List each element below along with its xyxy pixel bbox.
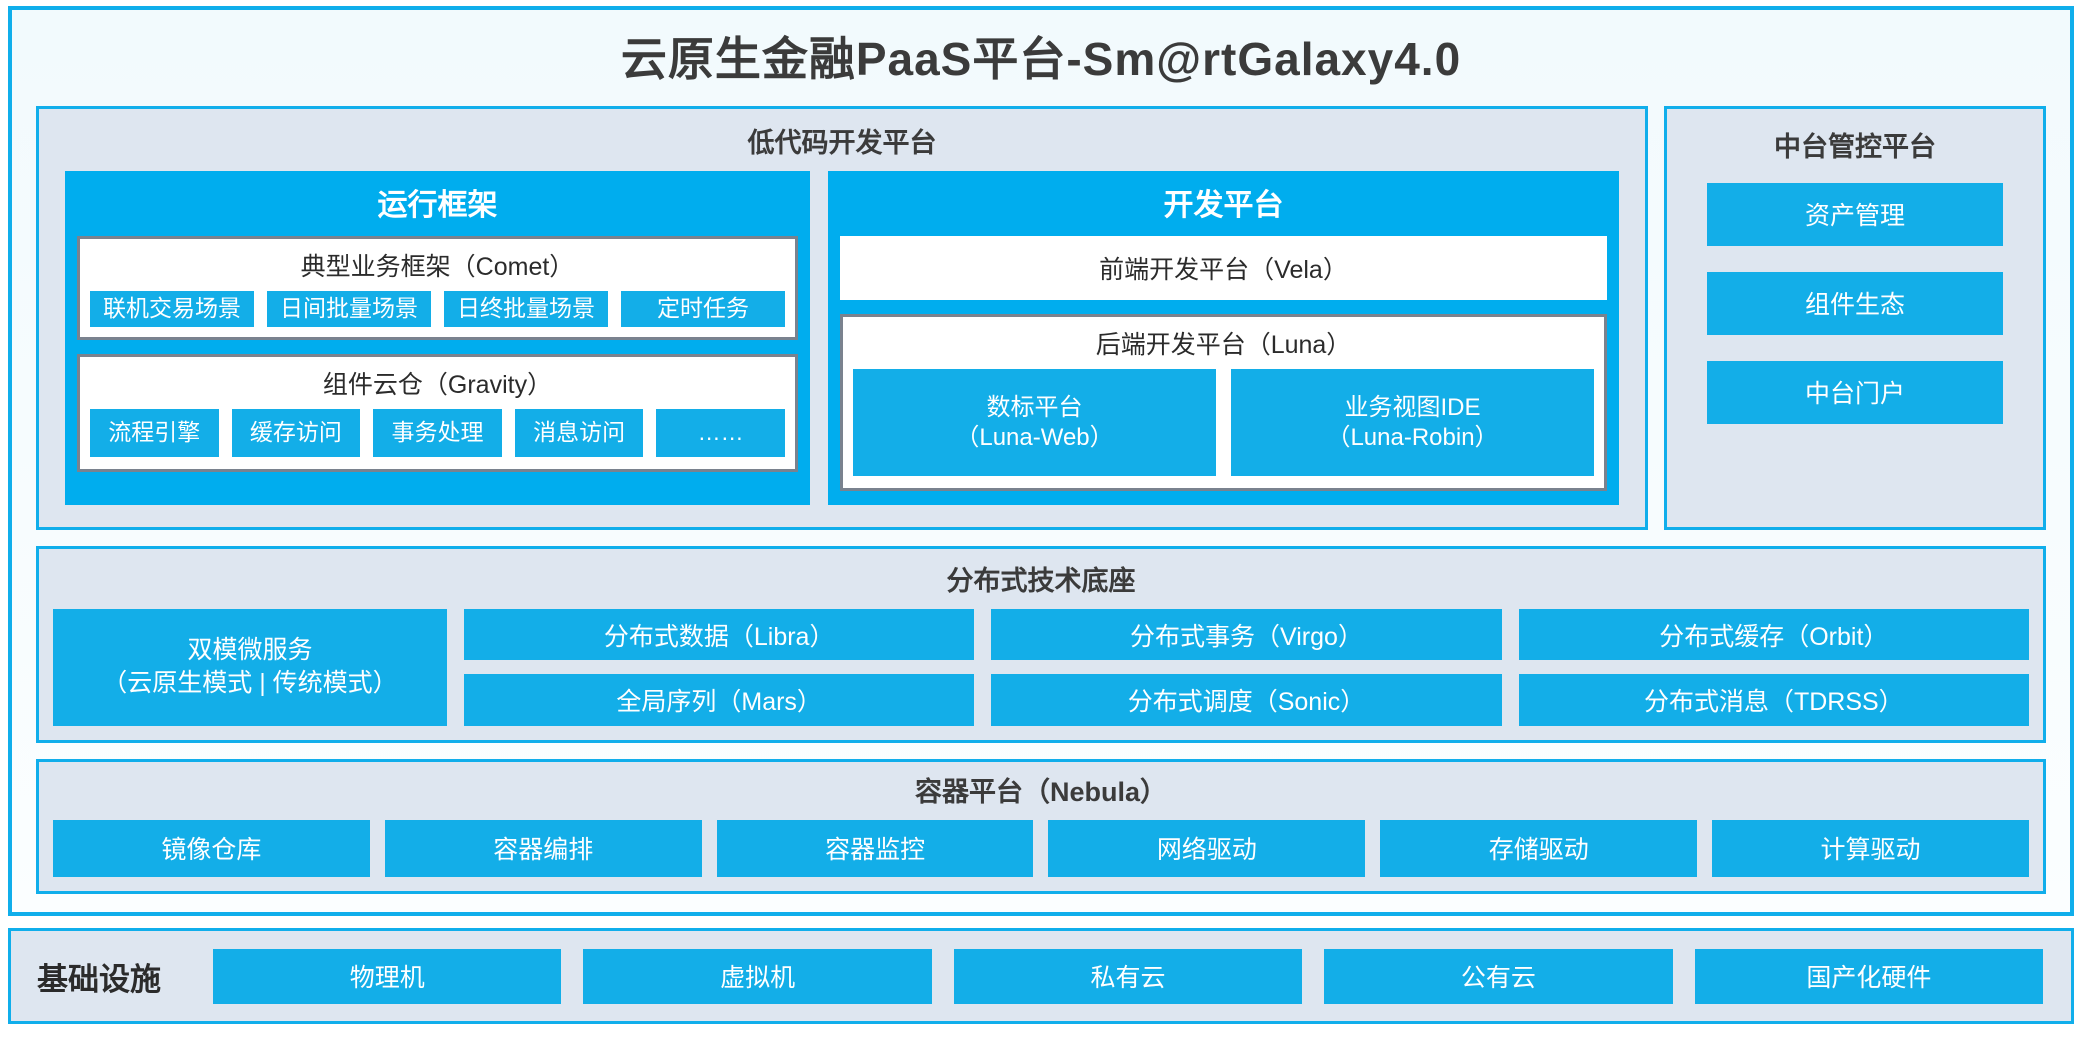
comet-title: 典型业务框架（Comet）: [300, 252, 575, 281]
luna-robin-line1: 业务视图IDE: [1344, 393, 1481, 421]
distributed-column: 分布式数据（Libra） 全局序列（Mars）: [464, 608, 975, 726]
container-item[interactable]: 容器监控: [716, 819, 1034, 877]
development-platform-title: 开发平台: [1163, 188, 1284, 222]
comet-tile[interactable]: 日间批量场景: [267, 291, 431, 328]
middle-platform-item[interactable]: 资产管理: [1707, 182, 2003, 246]
gravity-title: 组件云仓（Gravity）: [322, 370, 553, 399]
luna-web-tile[interactable]: 数标平台 （Luna-Web）: [853, 369, 1216, 477]
luna-backend-box: 后端开发平台（Luna） 数标平台 （Luna-Web） 业务视图IDE （Lu…: [840, 313, 1607, 492]
luna-robin-tile[interactable]: 业务视图IDE （Luna-Robin）: [1231, 369, 1594, 477]
infrastructure-label: 基础设施: [37, 961, 161, 997]
luna-web-line1: 数标平台: [986, 393, 1083, 421]
gravity-box: 组件云仓（Gravity） 流程引擎 缓存访问 事务处理 消息访问 ……: [77, 353, 798, 472]
comet-tile[interactable]: 日终批量场景: [444, 291, 608, 328]
luna-web-line2: （Luna-Web）: [955, 423, 1114, 451]
distributed-column: 分布式事务（Virgo） 分布式调度（Sonic）: [991, 608, 1502, 726]
top-row: 低代码开发平台 运行框架 典型业务框架（Comet） 联机交易场景 日间批量场景…: [36, 106, 2046, 531]
middle-platform-title: 中台管控平台: [1774, 132, 1936, 162]
distributed-column: 分布式缓存（Orbit） 分布式消息（TDRSS）: [1518, 608, 2029, 726]
container-item[interactable]: 存储驱动: [1380, 819, 1698, 877]
gravity-tile[interactable]: 消息访问: [514, 409, 644, 457]
distributed-cell[interactable]: 分布式事务（Virgo）: [991, 608, 1502, 661]
comet-tile-row: 联机交易场景 日间批量场景 日终批量场景 定时任务: [90, 291, 785, 328]
container-platform-panel: 容器平台（Nebula） 镜像仓库 容器编排 容器监控 网络驱动 存储驱动 计算…: [36, 758, 2046, 894]
container-item[interactable]: 镜像仓库: [53, 819, 370, 877]
container-platform-title: 容器平台（Nebula）: [914, 776, 1168, 807]
gravity-tile[interactable]: 缓存访问: [231, 409, 361, 457]
development-platform-block: 开发平台 前端开发平台（Vela） 后端开发平台（Luna） 数标平台 （Lun…: [828, 170, 1619, 506]
infrastructure-bar: 基础设施 物理机 虚拟机 私有云 公有云 国产化硬件: [8, 928, 2074, 1024]
luna-tile-row: 数标平台 （Luna-Web） 业务视图IDE （Luna-Robin）: [853, 369, 1594, 477]
container-platform-row: 镜像仓库 容器编排 容器监控 网络驱动 存储驱动 计算驱动: [53, 819, 2029, 877]
infrastructure-item[interactable]: 私有云: [953, 948, 1303, 1004]
dual-mode-microservice-tile[interactable]: 双模微服务 （云原生模式 | 传统模式）: [53, 608, 447, 726]
vela-frontend-box[interactable]: 前端开发平台（Vela）: [840, 235, 1607, 300]
container-item[interactable]: 容器编排: [384, 819, 702, 877]
middle-platform-item[interactable]: 组件生态: [1707, 271, 2003, 335]
infrastructure-item[interactable]: 国产化硬件: [1694, 948, 2044, 1004]
lowcode-platform-title: 低代码开发平台: [747, 128, 937, 158]
distributed-base-body: 双模微服务 （云原生模式 | 传统模式） 分布式数据（Libra） 全局序列（M…: [53, 608, 2029, 726]
dual-mode-line2: （云原生模式 | 传统模式）: [102, 669, 398, 698]
container-item[interactable]: 计算驱动: [1712, 819, 2029, 877]
middle-platform-panel: 中台管控平台 资产管理 组件生态 中台门户: [1664, 106, 2046, 531]
infrastructure-item[interactable]: 公有云: [1324, 948, 1673, 1004]
gravity-tile[interactable]: 流程引擎: [90, 409, 219, 457]
comet-tile[interactable]: 联机交易场景: [90, 291, 254, 328]
comet-tile[interactable]: 定时任务: [621, 291, 785, 328]
distributed-base-panel: 分布式技术底座 双模微服务 （云原生模式 | 传统模式） 分布式数据（Libra…: [36, 546, 2046, 743]
runtime-framework-block: 运行框架 典型业务框架（Comet） 联机交易场景 日间批量场景 日终批量场景 …: [65, 170, 810, 506]
luna-robin-line2: （Luna-Robin）: [1326, 423, 1499, 451]
dual-mode-line1: 双模微服务: [187, 635, 313, 664]
lowcode-platform-body: 运行框架 典型业务框架（Comet） 联机交易场景 日间批量场景 日终批量场景 …: [51, 170, 1633, 515]
runtime-framework-title: 运行框架: [377, 188, 498, 222]
container-item[interactable]: 网络驱动: [1048, 819, 1366, 877]
distributed-cell[interactable]: 分布式数据（Libra）: [464, 608, 975, 661]
infrastructure-item[interactable]: 物理机: [213, 948, 562, 1004]
distributed-cell[interactable]: 分布式消息（TDRSS）: [1518, 674, 2029, 726]
platform-main-frame: 云原生金融PaaS平台-Sm@rtGalaxy4.0 低代码开发平台 运行框架 …: [8, 6, 2074, 916]
distributed-base-title: 分布式技术底座: [946, 566, 1136, 597]
lowcode-platform-panel: 低代码开发平台 运行框架 典型业务框架（Comet） 联机交易场景 日间批量场景…: [36, 106, 1648, 531]
gravity-tile-more[interactable]: ……: [656, 409, 785, 457]
distributed-cell[interactable]: 分布式调度（Sonic）: [991, 674, 1502, 726]
distributed-cell[interactable]: 分布式缓存（Orbit）: [1518, 608, 2029, 661]
infrastructure-item[interactable]: 虚拟机: [583, 948, 932, 1004]
gravity-tile-row: 流程引擎 缓存访问 事务处理 消息访问 ……: [90, 409, 785, 457]
middle-platform-item[interactable]: 中台门户: [1707, 360, 2003, 424]
middle-platform-list: 资产管理 组件生态 中台门户: [1707, 175, 2003, 442]
luna-title: 后端开发平台（Luna）: [1095, 330, 1352, 359]
distributed-cell[interactable]: 全局序列（Mars）: [464, 674, 975, 726]
comet-box: 典型业务框架（Comet） 联机交易场景 日间批量场景 日终批量场景 定时任务: [77, 235, 798, 340]
gravity-tile[interactable]: 事务处理: [373, 409, 502, 457]
page-title: 云原生金融PaaS平台-Sm@rtGalaxy4.0: [620, 33, 1462, 85]
